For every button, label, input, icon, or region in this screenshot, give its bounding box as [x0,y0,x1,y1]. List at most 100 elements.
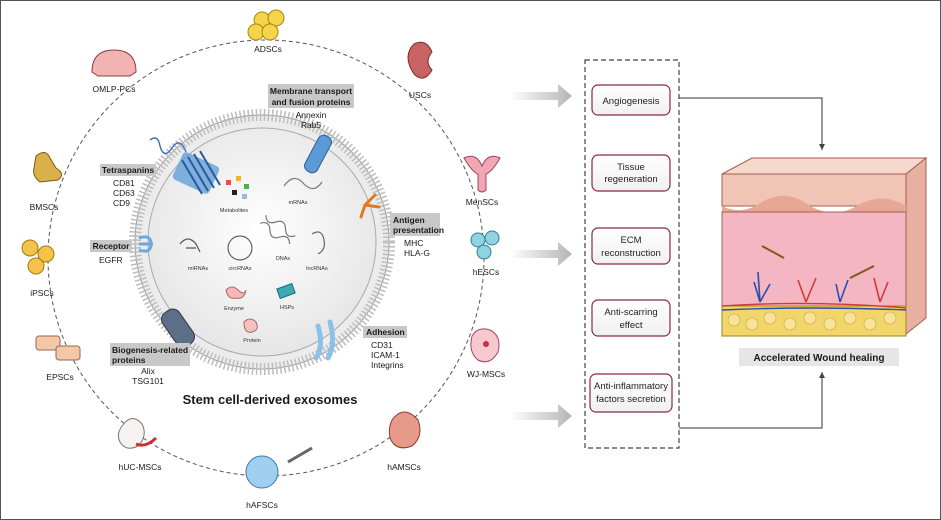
cord-icon [135,436,158,447]
group-tetraspanins: Tetraspanins CD81 CD63 CD9 [100,164,156,208]
source-bmscs: BMSCs [30,152,62,212]
effect-anti-inflammatory: Anti-inflammatory factors secretion [589,373,673,413]
group-antigen: Antigen presentation MHC HLA-G [390,213,444,258]
cargo-circrnas-label: circRNAs [229,266,252,272]
wjmscs-label: WJ-MSCs [467,369,505,379]
source-wjmscs: WJ-MSCs [467,328,505,379]
adhesion-item-2: ICAM-1 [371,350,400,360]
group-membrane: Membrane transport and fusion proteins A… [268,84,354,130]
adipose-cells-icon [247,9,285,41]
hamscs-label: hAMSCs [387,462,421,472]
adhesion-protein-icon [313,319,336,361]
skin-tissue-icon [721,156,928,337]
source-hafscs: hAFSCs [245,446,313,510]
lncrnas-icon [311,231,325,255]
source-ipscs: iPSCs [21,239,55,298]
arrows-to-effects [510,84,572,428]
bone-icon [33,152,62,183]
adscs-label: ADSCs [254,44,282,54]
cargo [179,176,325,333]
cargo-mirnas-label: miRNAs [188,266,208,272]
hafscs-label: hAFSCs [246,500,278,510]
tetraspanins-item-3: CD9 [113,198,130,208]
cargo-mrnas-label: mRNAs [289,200,308,206]
membrane-item-2: Rab5 [301,120,322,130]
cargo-metabolites-label: Metabolites [220,208,248,214]
membrane-header-1: Membrane transport [270,86,352,96]
effect-angiogenesis-text: Angiogenesis [602,96,659,107]
effect-anti-inflammatory-text-2: factors secretion [596,394,666,405]
diagram-title: Stem cell-derived exosomes [183,392,358,407]
hescs-label: hESCs [473,267,499,277]
metabolites-icon [226,176,249,199]
epidermal-cells-icon [35,335,81,361]
cargo-protein-label: Protein [243,338,260,344]
tetraspanins-item-1: CD81 [113,178,135,188]
cargo-dnas-label: DNAs [276,256,291,262]
source-adscs: ADSCs [247,9,285,54]
effect-anti-scarring: Anti-scarring effect [591,299,671,337]
epscs-label: EPSCs [46,372,73,382]
cargo-lncrnas-label: lncRNAs [306,266,328,272]
protein-icon [243,318,258,333]
antigen-header-1: Antigen [393,215,425,225]
effect-anti-scarring-text-1: Anti-scarring [604,307,657,318]
membrane-item-1: Annexin [296,110,327,120]
receptor-header: Receptor [93,241,131,251]
result-label-bg [739,348,899,366]
biogenesis-item-1: Alix [141,366,155,376]
tetraspanins-item-2: CD63 [113,188,135,198]
membrane-transport-protein-icon [304,134,332,174]
tetraspanins-header: Tetraspanins [102,165,155,175]
oral-mucosa-icon [91,49,137,77]
source-hamscs: hAMSCs [387,411,421,472]
bmscs-label: BMSCs [30,202,59,212]
adhesion-header: Adhesion [366,327,405,337]
ips-cells-icon [21,239,55,275]
receptor-protein-icon [138,235,153,253]
embryonic-cells-icon [470,230,500,260]
biogenesis-item-2: TSG101 [132,376,164,386]
cargo-hsps-label: HSPs [280,305,294,311]
group-receptor: Receptor EGFR [90,240,132,265]
effect-angiogenesis: Angiogenesis [591,84,671,116]
receptor-item-1: EGFR [99,255,123,265]
umbilical-vessel-icon [483,341,489,347]
biogenesis-header-2: proteins [112,355,146,365]
source-hescs: hESCs [470,230,500,277]
ipscs-label: iPSCs [30,288,54,298]
connector-bottom [679,372,825,429]
amnion-icon [388,411,421,449]
effect-anti-inflammatory-text-1: Anti-inflammatory [594,381,668,392]
tetraspanin-protein-icon [149,137,221,195]
gray-arrow-icon [510,242,572,266]
effect-tissue-text-2: regeneration [604,174,657,185]
menscs-label: MenSCs [466,197,499,207]
source-hucmscs: hUC-MSCs [117,418,161,472]
adhesion-item-1: CD31 [371,340,393,350]
omlp-label: OMLP-PCs [93,84,136,94]
mirnas-icon [179,238,201,253]
circrnas-icon [227,235,253,261]
source-omlp: OMLP-PCs [91,49,137,94]
antigen-item-1: MHC [404,238,423,248]
effect-ecm-reconstruction: ECM reconstruction [591,227,671,265]
effects-container [584,59,680,449]
result-label: Accelerated Wound healing [754,353,885,364]
group-biogenesis: Biogenesis-related proteins Alix TSG101 [110,343,190,386]
group-adhesion: Adhesion CD31 ICAM-1 Integrins [363,326,407,370]
effect-anti-scarring-text-2: effect [619,320,642,331]
uterus-icon [463,155,501,193]
source-menscs: MenSCs [463,155,501,207]
adhesion-item-3: Integrins [371,360,404,370]
uscs-label: USCs [409,90,431,100]
antigen-protein-icon [359,193,381,219]
connector-top [679,97,825,150]
effect-ecm-text-1: ECM [620,235,641,246]
source-uscs: USCs [407,41,433,100]
mrnas-icon [283,177,323,190]
gray-arrow-icon [510,404,572,428]
biogenesis-header-1: Biogenesis-related [112,345,188,355]
dnas-icon [259,215,296,245]
